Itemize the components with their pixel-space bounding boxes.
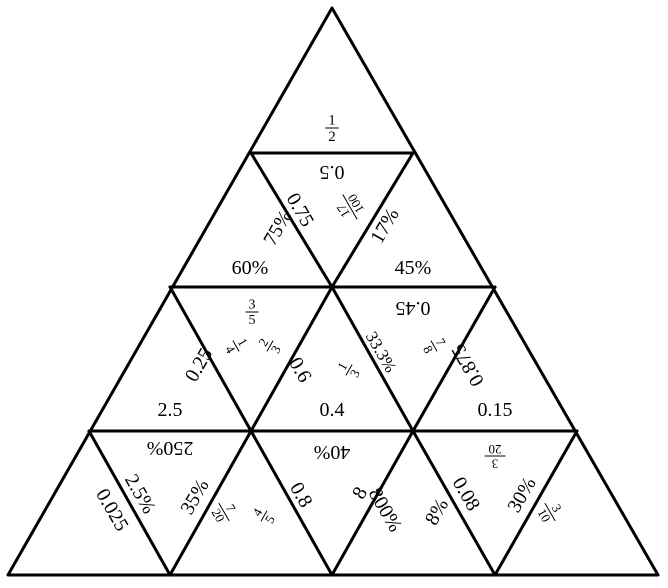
- fraction-bar: [345, 364, 353, 376]
- card-label-r3-2-5: 2.5: [158, 399, 183, 421]
- card-text: 60%: [232, 257, 269, 279]
- fraction-numerator: 3: [249, 298, 256, 313]
- diag-line-a2: [330, 151, 415, 289]
- fraction-bar: [430, 340, 438, 352]
- fraction-denominator: 3: [268, 343, 284, 356]
- card-text: 17%: [366, 205, 403, 248]
- fraction-denominator: 5: [262, 513, 278, 526]
- diag-line-c3: [249, 429, 334, 577]
- card-text: 40%: [314, 441, 351, 463]
- fraction-bar: [544, 502, 556, 522]
- card-label-r3-7over8: 78: [420, 336, 449, 356]
- diag-line-b4: [411, 285, 497, 433]
- fraction-bar: [266, 340, 274, 352]
- card-label-r2-60pct: 60%: [232, 257, 269, 279]
- fraction-denominator: 20: [209, 506, 228, 525]
- card-label-r3-0-45: 0.45: [396, 297, 431, 319]
- card-label-r2-17pct: 17%: [366, 205, 403, 248]
- card-label-r4-8pct: 8%: [421, 495, 453, 529]
- diag-line-b3: [330, 285, 415, 433]
- card-labels: 120.50.7575%60%1710017%45%3514230.252.50…: [91, 112, 565, 535]
- card-text: 0.15: [478, 399, 513, 421]
- card-label-r3-0-15: 0.15: [478, 399, 513, 421]
- fraction-denominator: 10: [535, 506, 554, 525]
- card-label-r4-30pct: 30%: [503, 474, 540, 517]
- card-text: 30%: [503, 474, 540, 517]
- diag-line-c1: [87, 429, 172, 577]
- card-label-r3-2over3: 23: [255, 336, 284, 356]
- card-label-r4-3over20: 320: [484, 442, 506, 471]
- card-text: 2.5: [158, 399, 183, 421]
- card-label-r4-250pct: 250%: [147, 437, 194, 459]
- card-text: 0.08: [448, 473, 485, 514]
- card-label-r3-1over3: 13: [334, 360, 363, 380]
- card-label-r3-0-4: 0.4: [320, 399, 345, 421]
- card-label-r3-0-6: 0.6: [284, 354, 316, 387]
- card-label-r3-0-25: 0.25: [181, 344, 218, 385]
- fraction-denominator: 8: [420, 343, 436, 356]
- fraction-denominator: 20: [489, 442, 502, 457]
- card-label-r4-0-8: 0.8: [285, 479, 317, 512]
- card-label-r4-35pct: 35%: [176, 476, 213, 519]
- card-label-r4-40pct: 40%: [314, 441, 351, 463]
- fraction-numerator: 1: [328, 112, 336, 128]
- card-text: 0.875: [447, 340, 489, 390]
- card-label-r3-3over5: 35: [245, 298, 259, 328]
- card-label-top-frac-half: 12: [325, 112, 339, 145]
- card-text: 8%: [421, 495, 453, 529]
- card-text: 0.25: [181, 344, 218, 385]
- diag-line-c2: [168, 429, 253, 577]
- card-label-r4-4over5: 45: [249, 505, 278, 526]
- fraction-bar: [342, 194, 358, 220]
- fraction-numerator: 3: [492, 456, 499, 471]
- fraction-bar: [232, 340, 240, 352]
- diag-line-c6: [493, 429, 579, 577]
- card-text: 0.4: [320, 399, 345, 421]
- fraction-bar: [218, 502, 230, 522]
- diag-line-c4: [330, 429, 415, 577]
- card-text: 0.8: [285, 479, 317, 512]
- card-label-r3-1over4: 14: [222, 336, 251, 357]
- fraction-denominator: 5: [249, 313, 256, 328]
- card-text: 45%: [395, 257, 432, 279]
- card-label-r2-45pct: 45%: [395, 257, 432, 279]
- fraction-denominator: 3: [347, 367, 363, 380]
- card-label-r4-0-08: 0.08: [448, 473, 485, 514]
- diag-line-b2: [249, 285, 334, 433]
- fraction-denominator: 2: [328, 129, 336, 145]
- card-text: 0.6: [284, 354, 316, 387]
- card-text: 0.5: [320, 161, 345, 183]
- fraction-denominator: 4: [222, 343, 238, 357]
- diag-line-b1: [168, 285, 253, 433]
- diag-line-c5: [411, 429, 497, 577]
- card-label-r3-0-875: 0.875: [447, 340, 489, 390]
- card-text: 0.45: [396, 297, 431, 319]
- card-label-top-0-5: 0.5: [320, 161, 345, 183]
- card-text: 35%: [176, 476, 213, 519]
- diag-line-a1: [249, 151, 334, 289]
- fraction-bar: [260, 510, 268, 522]
- triangle-outline: [6, 6, 660, 577]
- card-text: 250%: [147, 437, 194, 459]
